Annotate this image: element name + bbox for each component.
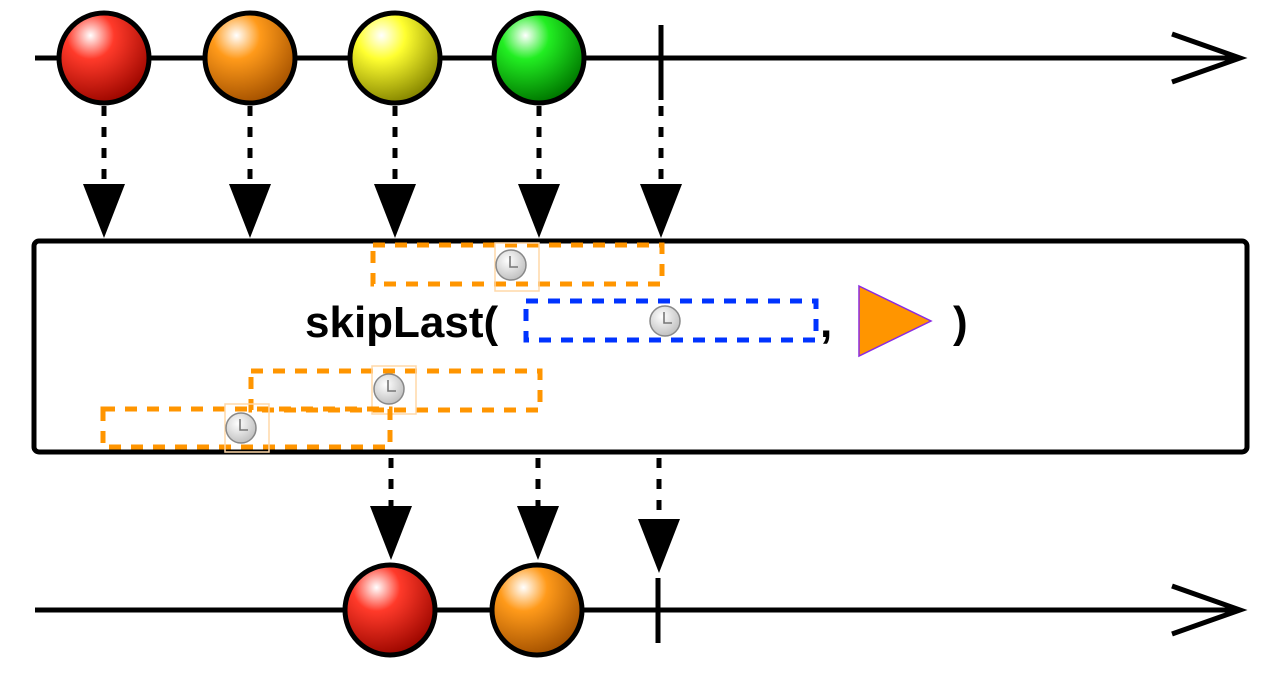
- window-box: [248, 365, 543, 415]
- window-box: [100, 403, 393, 453]
- output-arrows: [370, 458, 680, 573]
- operator-box: [31, 238, 1250, 455]
- dashed-arrow: [83, 106, 125, 238]
- orange-marble: [489, 562, 585, 658]
- window-box: [370, 242, 665, 292]
- dashed-arrow: [638, 458, 680, 573]
- yellow-marble: [347, 10, 443, 106]
- clock-icon: [225, 412, 257, 444]
- clock-icon: [373, 373, 405, 405]
- dashed-arrow: [370, 458, 412, 560]
- dashed-arrow: [518, 106, 560, 238]
- operator-close: ): [953, 298, 968, 347]
- red-marble: [56, 10, 152, 106]
- dashed-arrow: [374, 106, 416, 238]
- clock-icon: [495, 249, 527, 281]
- duration-box: [523, 298, 819, 343]
- dashed-arrow: [229, 106, 271, 238]
- orange-marble: [202, 10, 298, 106]
- green-marble: [491, 10, 587, 106]
- clock-icon: [649, 305, 681, 337]
- dashed-arrow: [517, 458, 559, 560]
- input-arrows: [83, 106, 682, 238]
- red-marble: [342, 562, 438, 658]
- operator-comma: ,: [820, 298, 832, 347]
- operator-name: skipLast(: [305, 298, 499, 347]
- dashed-arrow: [640, 106, 682, 238]
- scheduler-triangle-icon: [858, 284, 933, 358]
- result-timeline: [35, 578, 1248, 643]
